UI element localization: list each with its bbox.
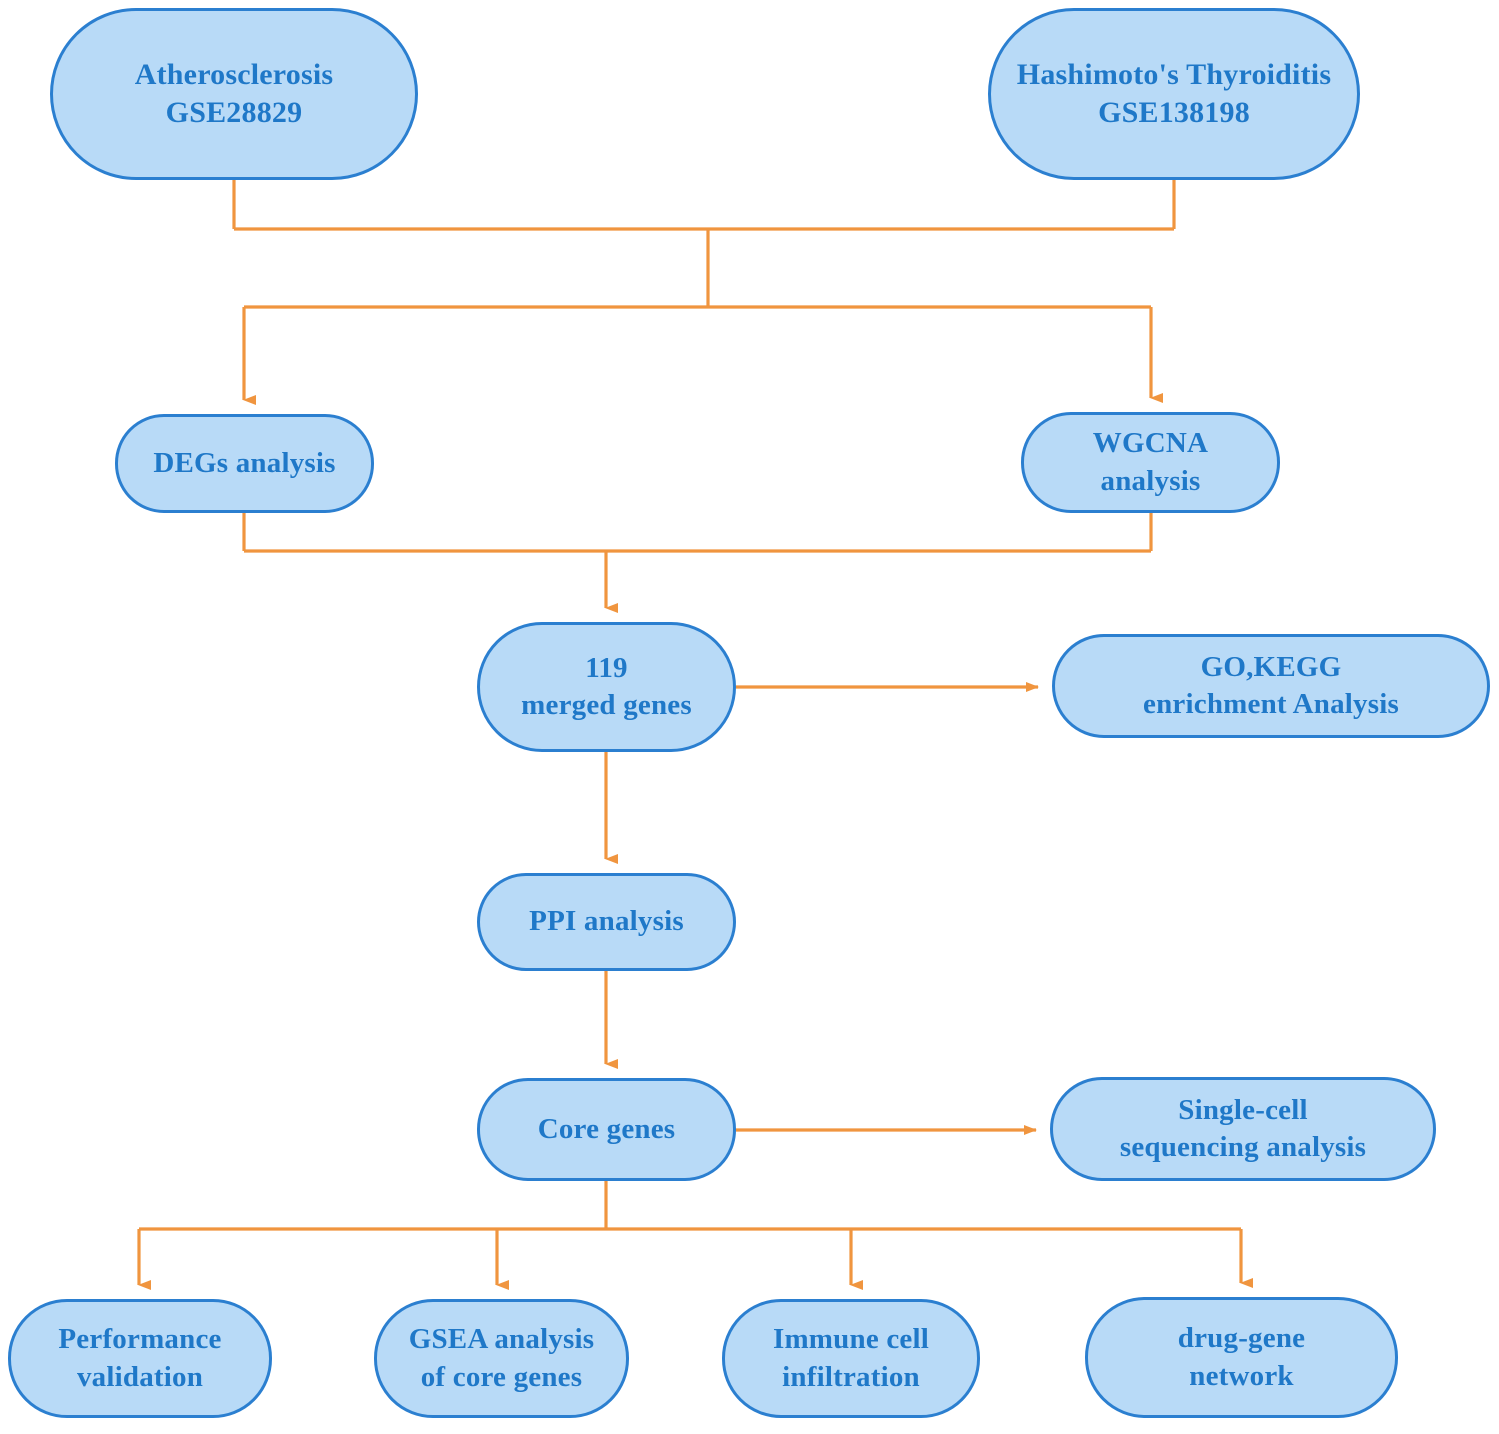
node-drug-gene-network[interactable]: drug-gene network — [1085, 1297, 1398, 1418]
node-degs-analysis[interactable]: DEGs analysis — [115, 414, 374, 513]
node-ppi-analysis[interactable]: PPI analysis — [477, 873, 736, 971]
node-wgcna-analysis[interactable]: WGCNA analysis — [1021, 412, 1280, 513]
node-performance-validation[interactable]: Performance validation — [8, 1299, 272, 1418]
node-core-genes[interactable]: Core genes — [477, 1078, 736, 1181]
node-single-cell-sequencing[interactable]: Single-cell sequencing analysis — [1050, 1077, 1436, 1181]
node-hashimoto-thyroiditis[interactable]: Hashimoto's Thyroiditis GSE138198 — [988, 8, 1360, 180]
node-go-kegg-enrichment[interactable]: GO,KEGG enrichment Analysis — [1052, 634, 1490, 738]
node-merged-genes[interactable]: 119 merged genes — [477, 622, 736, 752]
node-atherosclerosis[interactable]: Atherosclerosis GSE28829 — [50, 8, 418, 180]
node-gsea-analysis[interactable]: GSEA analysis of core genes — [374, 1299, 629, 1418]
node-immune-cell-infiltration[interactable]: Immune cell infiltration — [722, 1299, 980, 1418]
